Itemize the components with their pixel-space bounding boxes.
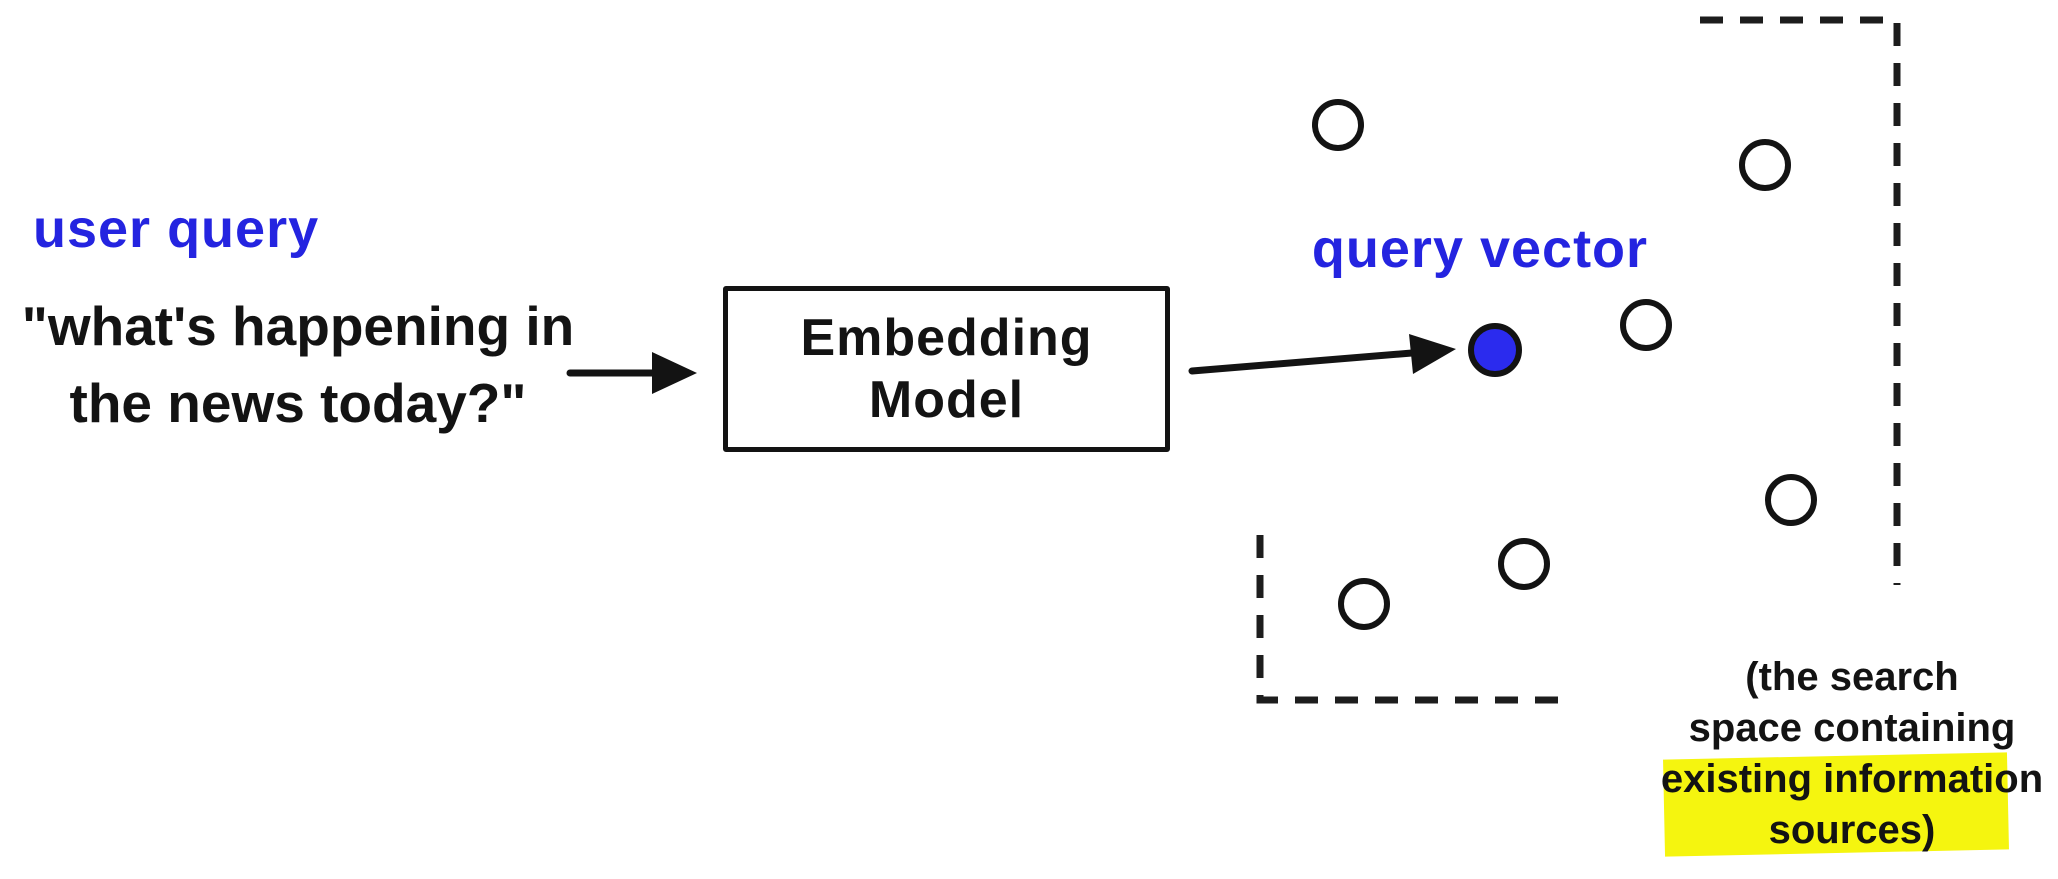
caption-line1: (the search <box>1745 655 1959 699</box>
user-query-text-line2: the news today?" <box>69 372 527 434</box>
query-vector-dot <box>1468 323 1522 377</box>
candidate-vector-circle <box>1312 99 1364 151</box>
caption-line3-highlighted: existing information <box>1660 757 2044 801</box>
caption-line4-highlighted: sources) <box>1768 808 1936 852</box>
candidate-vector-circle <box>1620 299 1672 351</box>
embedding-model-line1: Embedding <box>800 309 1093 367</box>
arrow-query-to-model <box>566 352 697 394</box>
embedding-model-line2: Model <box>868 371 1025 429</box>
candidate-vector-circle <box>1338 578 1390 630</box>
arrow-model-to-vector <box>1188 334 1456 375</box>
query-vector-label: query vector <box>1311 219 1649 279</box>
caption-line2: space containing <box>1688 706 2016 750</box>
search-space-caption: (the search space containing existing in… <box>1650 652 2054 856</box>
embedding-model-box: Embedding Model <box>723 286 1170 452</box>
candidate-vector-circle <box>1765 474 1817 526</box>
search-space-boundary-bottom-left <box>1256 535 1568 704</box>
user-query-text: "what's happening in the news today?" <box>8 288 588 442</box>
user-query-label: user query <box>33 199 320 259</box>
user-query-text-line1: "what's happening in <box>21 295 575 357</box>
candidate-vector-circle <box>1498 538 1550 590</box>
candidate-vector-circle <box>1739 139 1791 191</box>
search-space-boundary-top-right <box>1700 16 1901 585</box>
